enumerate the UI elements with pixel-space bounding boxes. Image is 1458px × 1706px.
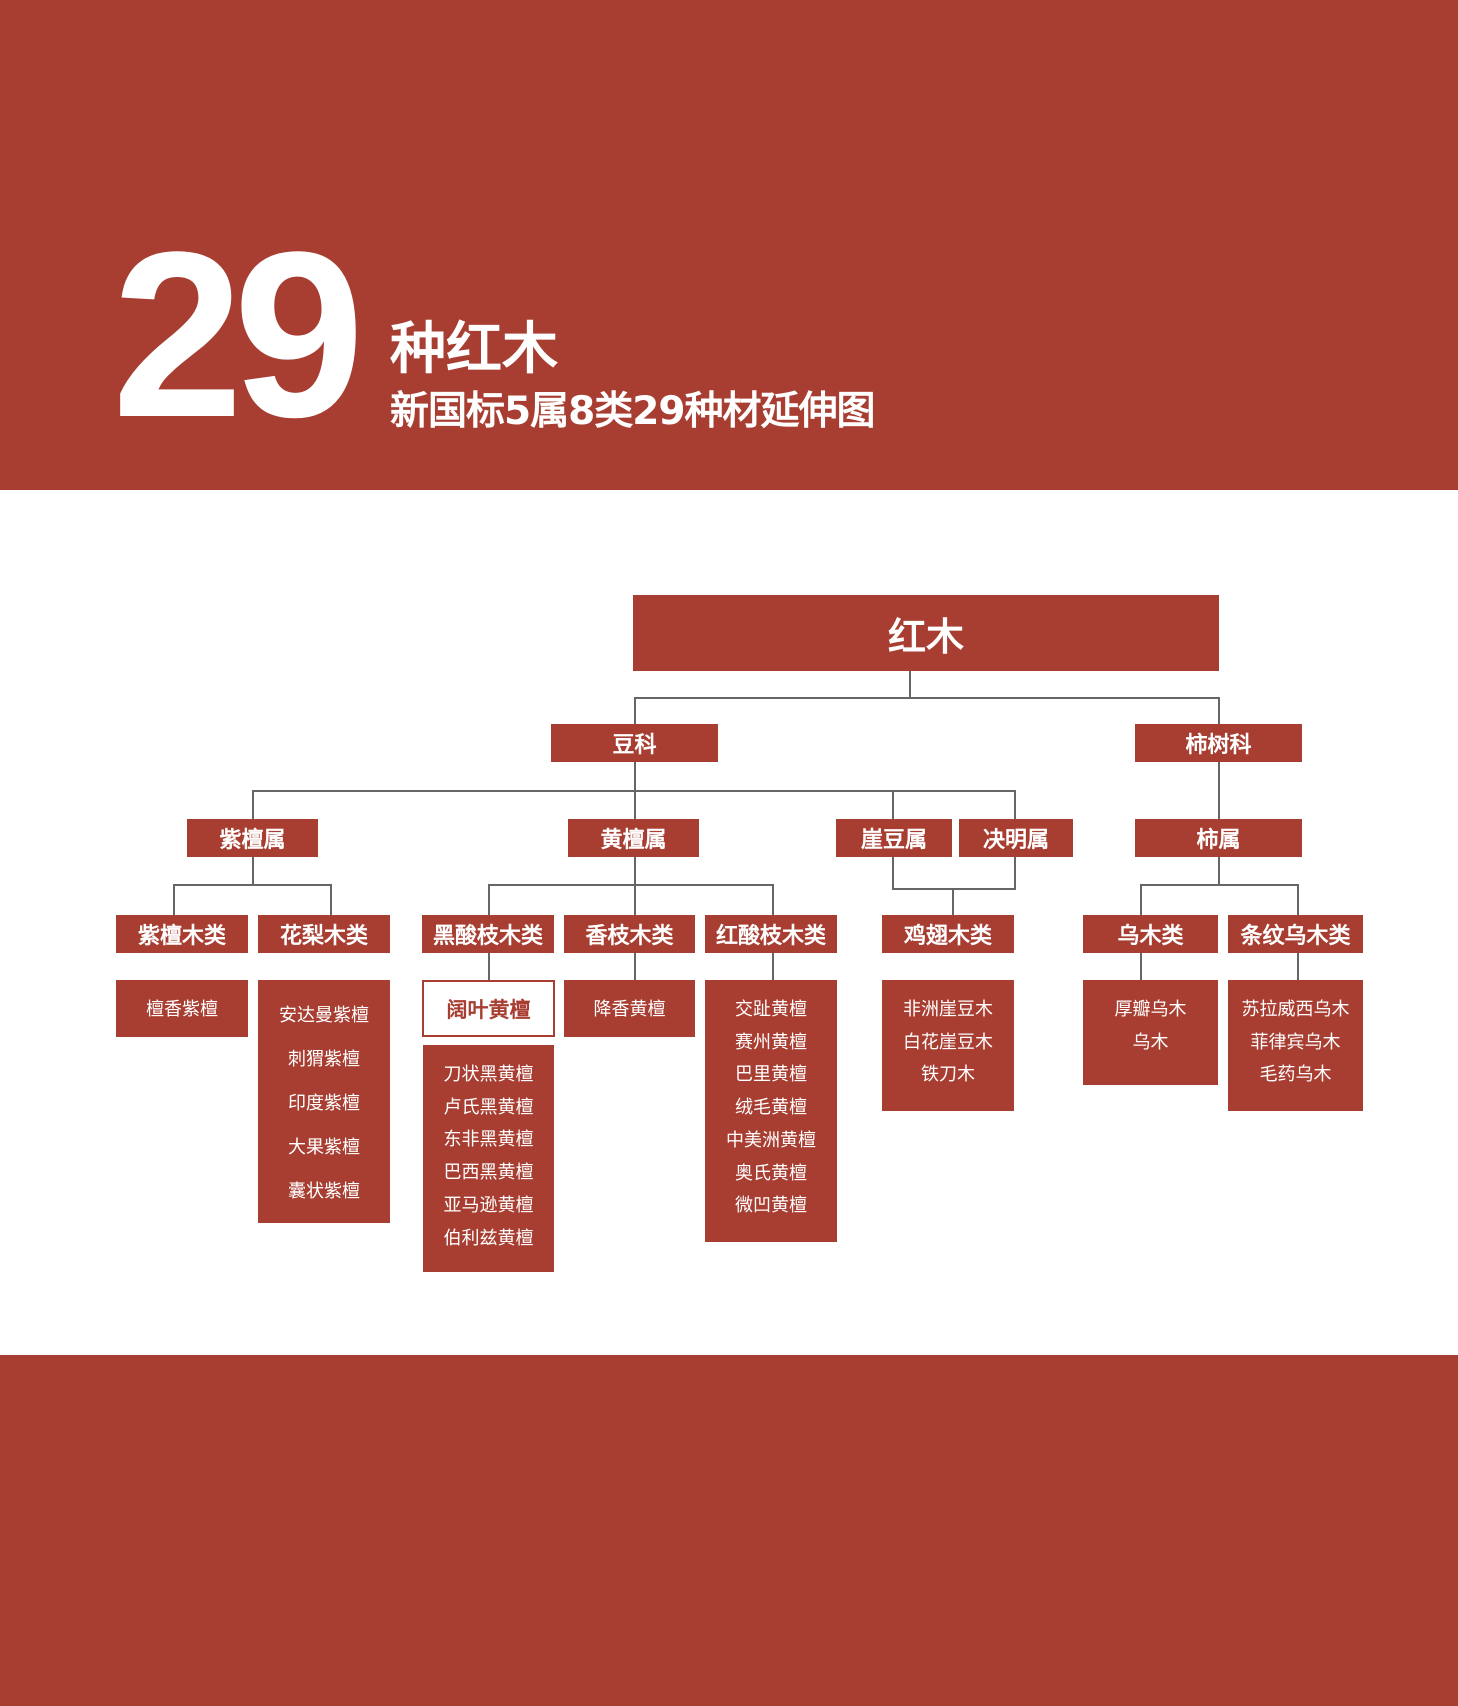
- node-class-heisuanzhi: 黑酸枝木类: [422, 915, 554, 953]
- connector-line: [1218, 697, 1220, 724]
- connector-line: [634, 953, 636, 980]
- node-genus-diospyros: 柿属: [1135, 819, 1302, 857]
- species-list-hongsuanzhi: 交趾黄檀 赛州黄檀 巴里黄檀 绒毛黄檀 中美洲黄檀 奥氏黄檀 微凹黄檀: [705, 980, 837, 1242]
- connector-line: [634, 857, 636, 915]
- connector-line: [1140, 884, 1142, 915]
- species-item: 菲律宾乌木: [1250, 1031, 1341, 1053]
- species-item: 绒毛黄檀: [735, 1097, 807, 1119]
- connector-line: [173, 884, 175, 915]
- species-list-heisuanzhi: 刀状黑黄檀 卢氏黑黄檀 东非黑黄檀 巴西黑黄檀 亚马逊黄檀 伯利兹黄檀: [423, 1045, 554, 1272]
- species-highlight-kuoye: 阔叶黄檀: [422, 980, 555, 1037]
- node-class-jichi: 鸡翅木类: [882, 915, 1014, 953]
- node-class-zitan: 紫檀木类: [116, 915, 248, 953]
- species-item: 刀状黑黄檀: [443, 1064, 534, 1085]
- connector-line: [1297, 884, 1299, 915]
- connector-line: [1218, 762, 1220, 819]
- connector-line: [488, 953, 490, 980]
- connector-line: [173, 884, 332, 886]
- connector-line: [488, 884, 774, 886]
- node-root: 红木: [633, 595, 1219, 671]
- header-band: 29 种红木 新国标5属8类29种材延伸图: [0, 0, 1458, 490]
- connector-line: [892, 857, 894, 889]
- species-list-zitan: 檀香紫檀: [116, 980, 248, 1037]
- species-item: 安达曼紫檀: [279, 1005, 369, 1026]
- connector-line: [772, 953, 774, 980]
- species-list-huali: 安达曼紫檀 刺猬紫檀 印度紫檀 大果紫檀 囊状紫檀: [258, 980, 390, 1223]
- node-class-huali: 花梨木类: [258, 915, 390, 953]
- species-item: 亚马逊黄檀: [443, 1194, 534, 1216]
- node-family-ebony: 柿树科: [1135, 724, 1302, 762]
- species-item: 巴里黄檀: [735, 1064, 807, 1086]
- connector-line: [252, 790, 1016, 792]
- species-list-xiangzhi: 降香黄檀: [564, 980, 695, 1037]
- species-list-jichi: 非洲崖豆木 白花崖豆木 铁刀木: [882, 980, 1014, 1111]
- species-item: 交趾黄檀: [735, 999, 807, 1020]
- connector-line: [1014, 790, 1016, 819]
- species-item: 巴西黑黄檀: [443, 1162, 534, 1184]
- node-class-hongsuanzhi: 红酸枝木类: [705, 915, 837, 953]
- node-class-xiangzhi: 香枝木类: [564, 915, 695, 953]
- connector-line: [252, 857, 254, 885]
- node-class-tiaowen: 条纹乌木类: [1228, 915, 1363, 953]
- species-item: 微凹黄檀: [735, 1195, 807, 1217]
- page-title: 种红木: [390, 317, 558, 382]
- connector-line: [634, 697, 1220, 699]
- species-item: 白花崖豆木: [903, 1031, 993, 1053]
- node-class-wumu: 乌木类: [1083, 915, 1218, 953]
- species-item: 毛药乌木: [1259, 1064, 1332, 1086]
- species-list-wumu: 厚瓣乌木 乌木: [1083, 980, 1218, 1085]
- connector-line: [330, 884, 332, 915]
- species-item: 大果紫檀: [288, 1137, 360, 1158]
- connector-line: [634, 697, 636, 724]
- species-item: 伯利兹黄檀: [443, 1227, 534, 1249]
- species-item: 卢氏黑黄檀: [443, 1096, 534, 1118]
- connector-line: [892, 888, 1016, 890]
- species-list-tiaowen: 苏拉威西乌木 菲律宾乌木 毛药乌木: [1228, 980, 1363, 1111]
- footer-band: [0, 1355, 1458, 1706]
- connector-line: [952, 888, 954, 915]
- species-item: 刺猬紫檀: [288, 1049, 360, 1070]
- species-item: 奥氏黄檀: [735, 1162, 807, 1184]
- species-item: 乌木: [1132, 1031, 1169, 1053]
- node-genus-pterocarpus: 紫檀属: [187, 819, 318, 857]
- connector-line: [488, 884, 490, 915]
- species-item: 苏拉威西乌木: [1241, 999, 1350, 1020]
- connector-line: [909, 671, 911, 698]
- connector-line: [252, 790, 254, 819]
- big-number: 29: [112, 203, 364, 467]
- species-item: 中美洲黄檀: [726, 1129, 816, 1151]
- connector-line: [1140, 953, 1142, 980]
- node-genus-millettia: 崖豆属: [836, 819, 952, 857]
- node-genus-cassia: 决明属: [959, 819, 1073, 857]
- species-item: 铁刀木: [921, 1064, 975, 1086]
- species-item: 东非黑黄檀: [443, 1129, 534, 1151]
- connector-line: [1218, 857, 1220, 885]
- species-item: 厚瓣乌木: [1114, 999, 1187, 1020]
- connector-line: [772, 884, 774, 915]
- species-item: 非洲崖豆木: [903, 999, 993, 1020]
- node-family-legume: 豆科: [551, 724, 718, 762]
- species-item: 赛州黄檀: [735, 1031, 807, 1053]
- species-item: 印度紫檀: [288, 1093, 360, 1114]
- node-genus-dalbergia: 黄檀属: [568, 819, 699, 857]
- species-item: 檀香紫檀: [146, 999, 218, 1020]
- connector-line: [892, 790, 894, 819]
- species-item: 囊状紫檀: [288, 1181, 360, 1202]
- connector-line: [1140, 884, 1299, 886]
- species-item: 降香黄檀: [593, 999, 666, 1020]
- page-subtitle: 新国标5属8类29种材延伸图: [390, 389, 876, 434]
- connector-line: [1297, 953, 1299, 980]
- connector-line: [1014, 857, 1016, 889]
